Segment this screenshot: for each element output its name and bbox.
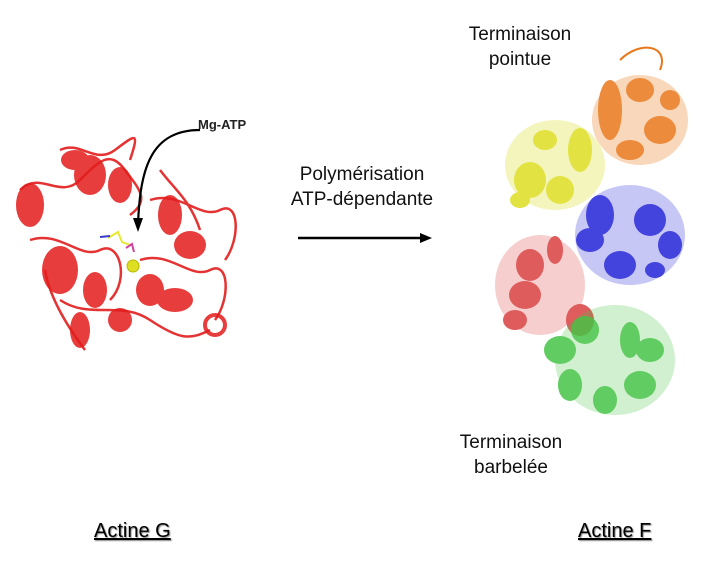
g-actin-structure — [0, 0, 260, 400]
green-subunit — [544, 305, 675, 415]
g-actin-ribbon-icon — [16, 128, 237, 351]
pointed-end-label: Terminaison pointue — [440, 22, 600, 72]
process-line-1: Polymérisation — [299, 164, 425, 185]
caption-f-actin: Actine F — [578, 520, 652, 542]
barbed-end-label: Terminaison barbelée — [431, 430, 591, 480]
red-subunit — [495, 235, 594, 336]
process-line-2: ATP-dépendante — [290, 189, 434, 210]
mg-atp-label: Mg-ATP — [198, 117, 247, 132]
barbed-end-line-1: Terminaison — [459, 432, 563, 453]
caption-g-actin: Actine G — [94, 520, 171, 542]
barbed-end-line-2: barbelée — [474, 457, 548, 478]
pointed-end-line-2: pointue — [488, 49, 552, 70]
orange-subunit — [592, 75, 688, 165]
blue-subunit — [575, 185, 685, 285]
process-label: Polymérisation ATP-dépendante — [262, 162, 462, 212]
pointed-end-line-1: Terminaison — [468, 24, 572, 45]
yellow-subunit — [505, 120, 605, 210]
